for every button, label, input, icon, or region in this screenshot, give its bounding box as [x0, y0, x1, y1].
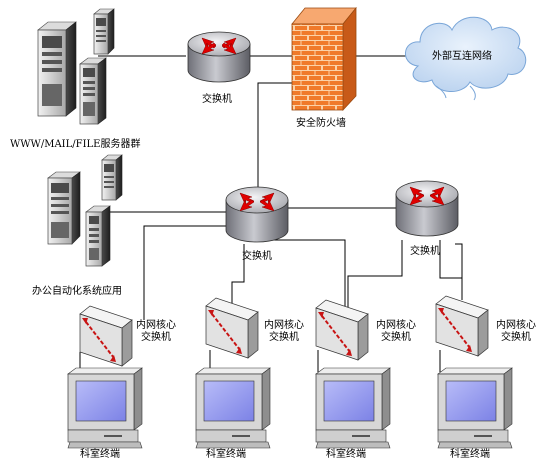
- office-app-label: 办公自动化系统应用: [32, 286, 122, 297]
- pc-icon-2: [195, 367, 271, 449]
- intranet-switch-icon-1: [79, 305, 133, 367]
- server-icon-small-office: [101, 154, 123, 201]
- server-icon-large: [37, 21, 77, 117]
- line-core-to-box3: [270, 239, 346, 308]
- intranet-switch-icon-2: [205, 297, 259, 359]
- router-icon-top: [187, 31, 251, 83]
- terminal-label-4: 科室终端: [450, 449, 490, 460]
- server-icon-medium-office: [85, 205, 111, 267]
- terminal-label-3: 科室终端: [326, 449, 366, 460]
- intranet-switch-icons: [79, 295, 489, 367]
- line-core-to-box1: [143, 225, 228, 320]
- router-icon-core-right: [395, 180, 459, 237]
- terminal-label-1: 科室终端: [80, 449, 120, 460]
- line-core-to-box2: [231, 244, 245, 305]
- server-icon-large-office: [47, 171, 81, 245]
- office-server-group-icon: [47, 154, 123, 267]
- internet-label: 外部互连网络: [432, 51, 492, 62]
- intranet-switch-label-1: 内网核心 交换机: [136, 320, 176, 343]
- intranet-switch-label-3: 内网核心 交换机: [376, 320, 416, 343]
- line-right-to-box3: [347, 240, 403, 308]
- line-core-to-firewall: [257, 82, 292, 190]
- intranet-switch-label-2: 内网核心 交换机: [264, 320, 304, 343]
- pc-icon-4: [437, 367, 513, 449]
- pc-icon-1: [67, 367, 143, 449]
- top-switch-label: 交换机: [202, 94, 232, 105]
- line-right-to-box4: [439, 240, 463, 295]
- server-group-icon: [37, 8, 115, 125]
- pc-icon-3: [315, 367, 391, 449]
- firewall-label: 安全防火墙: [296, 118, 346, 129]
- line-right-to-box4b: [455, 243, 463, 300]
- intranet-switch-label-4: 内网核心 交换机: [496, 320, 536, 343]
- pc-icons: [67, 367, 513, 449]
- firewall-icon: [291, 6, 357, 112]
- router-icon-core-left: [225, 186, 289, 243]
- server-group-label: WWW/MAIL/FILE服务器群: [10, 139, 141, 150]
- server-icon-medium: [79, 57, 107, 125]
- core-switch-right-label: 交换机: [410, 246, 440, 257]
- intranet-switch-icon-3: [315, 299, 369, 361]
- intranet-switch-icon-4: [435, 295, 489, 357]
- server-icon-small: [93, 8, 115, 55]
- terminal-label-2: 科室终端: [206, 449, 246, 460]
- cloud-icon: [405, 16, 527, 101]
- core-switch-left-label: 交换机: [242, 251, 272, 262]
